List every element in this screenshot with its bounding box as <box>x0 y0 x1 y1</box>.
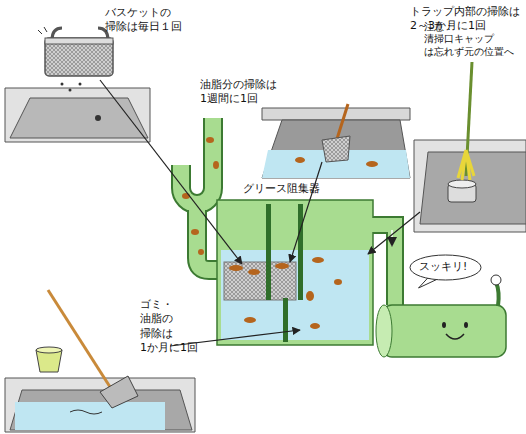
bubble-text: スッキリ! <box>410 255 476 278</box>
grease-tank <box>334 279 342 285</box>
broom-panel <box>70 410 102 414</box>
trap-pipe <box>181 118 222 270</box>
broom-panel <box>5 290 195 432</box>
outlet-pipe <box>391 230 393 246</box>
cleaning-note: 油脂分の掃除は 1週間に1回 <box>200 78 277 107</box>
pipe-character <box>442 322 446 328</box>
pipe-character <box>496 282 499 306</box>
grease-tank <box>275 263 289 269</box>
speech-bubble: スッキリ! <box>410 255 481 280</box>
pipe-character <box>382 305 506 357</box>
skim-panel <box>262 104 410 178</box>
basket-icon <box>45 38 113 44</box>
trap-pipe <box>213 161 219 169</box>
grease-tank <box>221 250 369 340</box>
basket-icon <box>69 89 72 92</box>
pipe-character <box>446 334 464 339</box>
grease-tank <box>283 298 288 342</box>
broom-panel <box>48 290 112 390</box>
basket-icon <box>61 83 64 86</box>
grease-tank <box>312 257 324 263</box>
basket-icon <box>38 27 47 34</box>
leader-arrow <box>368 212 420 254</box>
cleaning-note: ゴミ・油脂の 掃除は 1か月に1回 <box>140 298 198 355</box>
cleaning-note: バスケットの 掃除は毎日１回 <box>105 6 182 35</box>
grease-tank <box>244 317 256 323</box>
sink-panel <box>5 88 150 142</box>
skim-panel <box>322 136 350 162</box>
leader-arrow <box>100 80 242 264</box>
leader-arrow <box>290 162 322 262</box>
pipe-character <box>376 305 392 357</box>
skim-panel <box>262 120 410 178</box>
grease-tank <box>224 262 296 300</box>
trap-panel <box>420 152 526 224</box>
skim-panel <box>295 157 305 163</box>
trap-panel <box>414 62 526 232</box>
grease-tank <box>217 200 373 345</box>
grease-tank <box>298 204 303 300</box>
bubble-outline <box>410 255 481 280</box>
trap-panel <box>458 150 474 180</box>
trap-panel <box>448 180 476 188</box>
broom-panel <box>5 378 195 432</box>
trap-panel <box>414 140 526 232</box>
pipe-character <box>376 275 506 357</box>
skim-panel <box>366 161 378 167</box>
grease-tank <box>306 291 314 301</box>
pipe-character <box>464 322 468 328</box>
pipe-character <box>491 275 501 285</box>
sink-panel <box>5 88 150 142</box>
grease-tank <box>229 265 243 271</box>
part-title: グリース阻集器 <box>243 182 320 195</box>
outlet-pipe <box>373 225 395 305</box>
basket-icon <box>45 38 113 76</box>
grease-tank <box>248 269 260 275</box>
broom-panel <box>36 347 62 353</box>
skim-panel <box>262 108 410 120</box>
trap-pipe <box>206 137 214 143</box>
broom-panel <box>15 402 165 430</box>
sink-panel <box>10 98 148 138</box>
grease-tank <box>217 200 373 345</box>
grease-interceptor: グリース阻集器 <box>217 200 373 345</box>
grease-tank <box>310 323 320 329</box>
basket-icon <box>79 83 82 86</box>
sink-panel <box>95 115 101 121</box>
caution-note: 注意：清掃口キャップ は忘れず元の位置へ <box>424 21 514 58</box>
broom-panel <box>100 376 138 408</box>
grease-tank <box>266 204 271 300</box>
broom-panel <box>10 390 192 430</box>
trap-pipe <box>198 249 204 255</box>
outlet-pipe <box>372 225 395 306</box>
trap-pipe <box>191 229 199 235</box>
